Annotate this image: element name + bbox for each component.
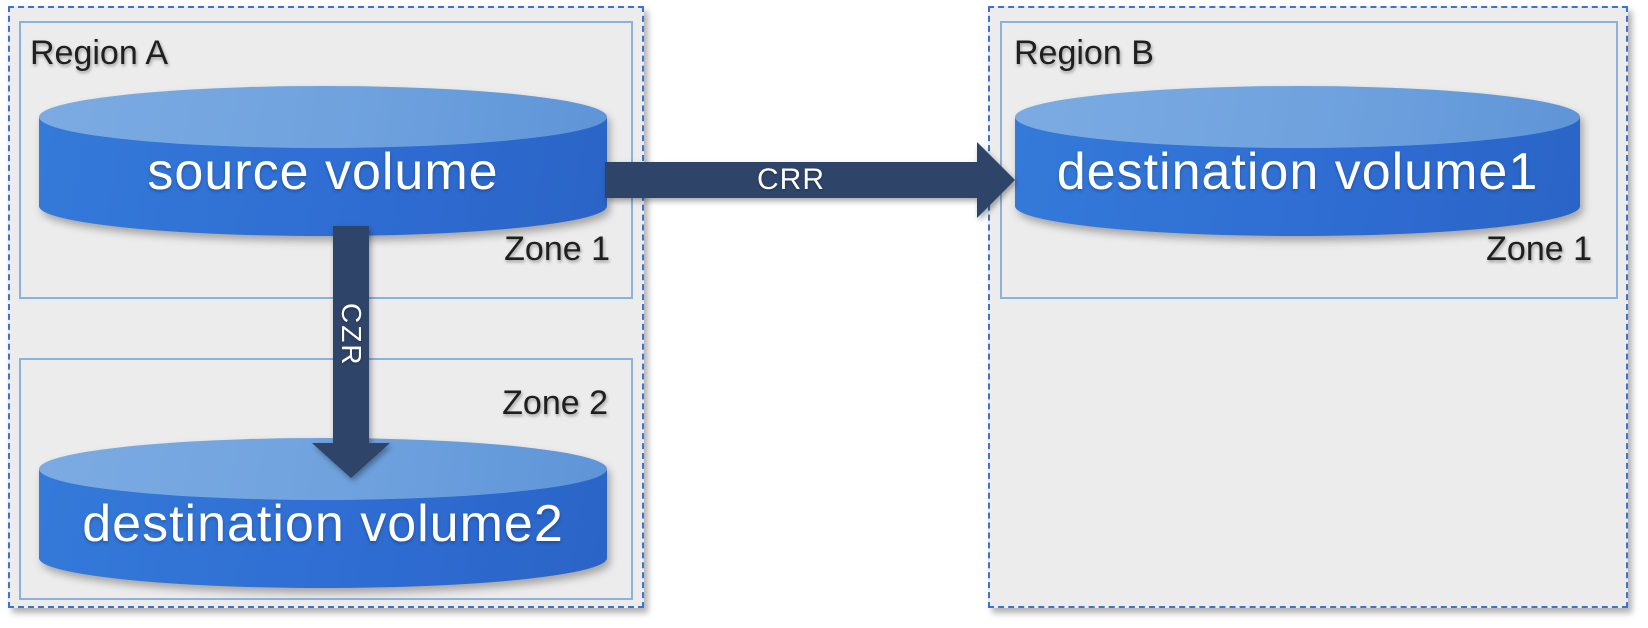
czr-arrow: CZR	[312, 226, 390, 478]
cylinder-top-ellipse	[39, 86, 607, 148]
source-volume-cylinder: source volume	[39, 86, 607, 236]
region-a-zone-2-box: Zone 2	[19, 358, 633, 600]
region-b-label: Region B	[1014, 34, 1154, 72]
destination-volume2-label: destination volume2	[82, 494, 564, 553]
region-a-zone-2-label: Zone 2	[502, 384, 608, 422]
czr-arrow-head	[312, 443, 390, 478]
cylinder-top-ellipse	[1015, 86, 1580, 148]
region-b-zone-1-label: Zone 1	[1486, 230, 1592, 268]
source-volume-label: source volume	[147, 142, 499, 201]
czr-arrow-label: CZR	[336, 302, 367, 367]
crr-arrow-shaft: CRR	[605, 162, 977, 198]
crr-arrow: CRR	[605, 142, 1015, 218]
region-a-zone-1-box: Zone 1	[19, 21, 633, 299]
crr-arrow-head	[977, 142, 1015, 218]
destination-volume1-cylinder: destination volume1	[1015, 86, 1580, 236]
region-a-zone-1-label: Zone 1	[504, 230, 610, 268]
crr-arrow-label: CRR	[757, 163, 825, 196]
destination-volume1-label: destination volume1	[1056, 142, 1539, 201]
czr-arrow-shaft: CZR	[333, 226, 369, 443]
region-a-label: Region A	[30, 34, 168, 72]
